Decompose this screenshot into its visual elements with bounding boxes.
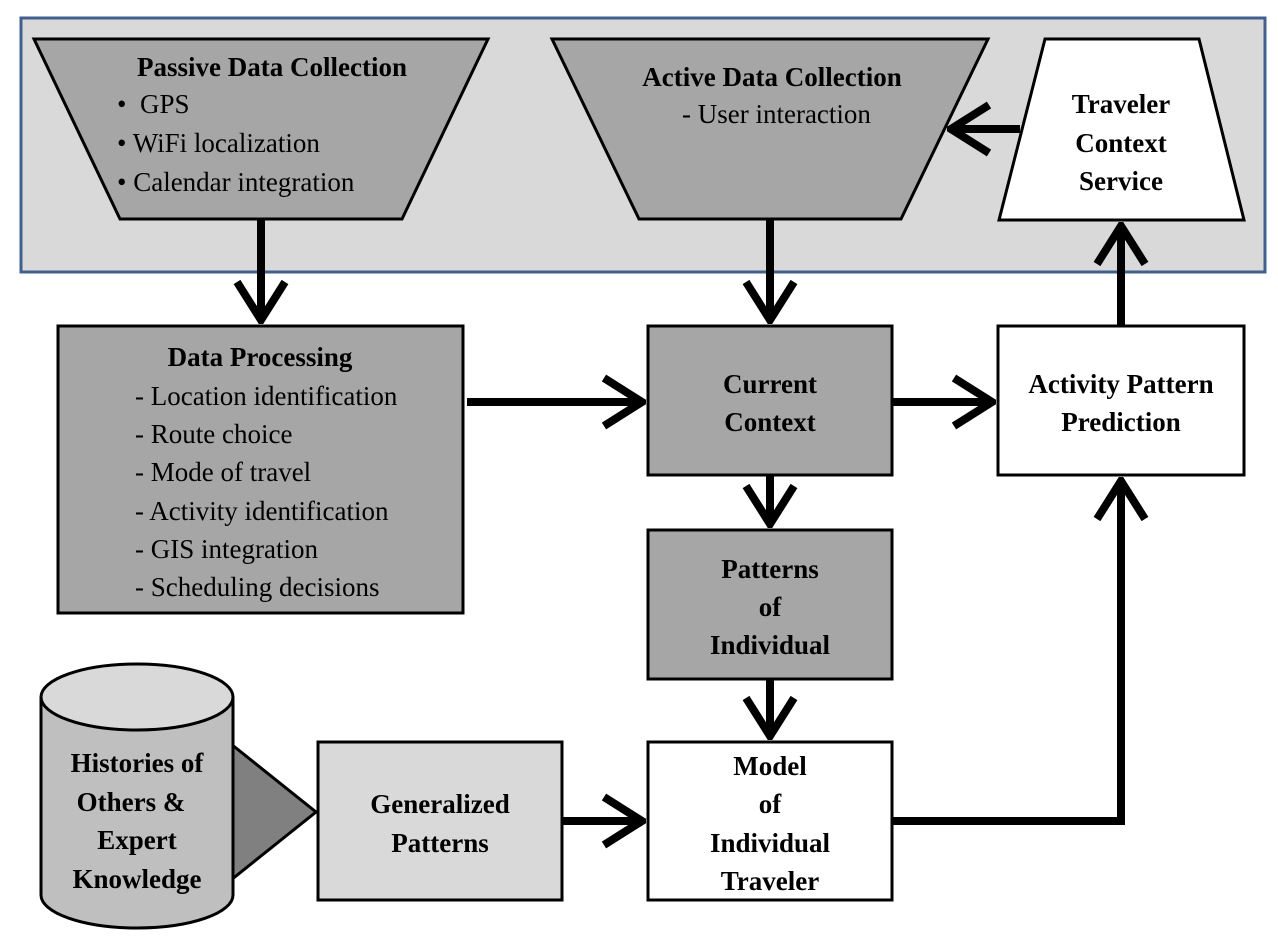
model-box: [646, 740, 894, 902]
current-context-line-1: Current: [723, 369, 817, 399]
dp-item-gis: - GIS integration: [135, 534, 318, 564]
dp-item-route: - Route choice: [135, 419, 292, 449]
active-item-user-interaction: - User interaction: [682, 99, 871, 129]
histories-line-2: Others &: [77, 787, 186, 817]
dp-item-location: - Location identification: [135, 381, 398, 411]
histories-knowledge-node: Histories of Others & Expert Knowledge: [39, 662, 319, 930]
histories-cylinder-body: [39, 697, 235, 930]
data-processing-node: Data Processing - Location identificatio…: [56, 324, 465, 615]
histories-pointer-triangle: [224, 736, 319, 888]
patterns-of-individual-node: Patterns of Individual: [646, 528, 894, 681]
dp-item-scheduling: - Scheduling decisions: [135, 572, 379, 602]
patterns-individual-line-1: Patterns: [721, 554, 818, 584]
passive-title: Passive Data Collection: [137, 52, 407, 82]
model-line-4: Traveler: [721, 866, 819, 896]
active-funnel-shape: [549, 37, 991, 221]
dp-item-mode: - Mode of travel: [135, 457, 311, 487]
arrows: [261, 129, 1121, 821]
patterns-individual-box: [646, 528, 894, 681]
histories-line-4: Knowledge: [72, 864, 201, 894]
passive-funnel-shape: [31, 37, 491, 221]
current-context-line-2: Context: [724, 407, 815, 437]
active-title: Active Data Collection: [642, 62, 901, 92]
activity-prediction-line-1: Activity Pattern: [1028, 369, 1213, 399]
active-data-collection-node: Active Data Collection - User interactio…: [549, 37, 991, 221]
patterns-individual-line-2: of: [759, 592, 783, 622]
histories-cylinder-top: [39, 662, 235, 732]
model-line-3: Individual: [710, 828, 831, 858]
passive-item-calendar: • Calendar integration: [117, 167, 355, 197]
data-processing-title: Data Processing: [168, 342, 353, 372]
traveler-context-service-node: Traveler Context Service: [997, 37, 1246, 222]
data-processing-box: [56, 324, 465, 615]
generalized-line-1: Generalized: [370, 789, 509, 819]
model-line-1: Model: [733, 751, 807, 781]
traveler-context-shape: [997, 37, 1246, 222]
activity-prediction-box: [996, 324, 1246, 477]
model-line-2: of: [759, 789, 783, 819]
traveler-context-line-3: Service: [1079, 166, 1163, 196]
passive-data-collection-node: Passive Data Collection • GPS • WiFi loc…: [31, 37, 491, 221]
histories-line-3: Expert: [97, 825, 176, 855]
generalized-patterns-node: Generalized Patterns: [316, 740, 564, 902]
activity-prediction-line-2: Prediction: [1061, 407, 1180, 437]
generalized-patterns-box: [316, 740, 564, 902]
traveler-context-line-2: Context: [1075, 128, 1166, 158]
traveler-context-line-1: Traveler: [1072, 89, 1170, 119]
current-context-node: Current Context: [646, 324, 894, 477]
histories-line-1: Histories of: [71, 748, 205, 778]
patterns-individual-line-3: Individual: [710, 630, 831, 660]
model-individual-traveler-node: Model of Individual Traveler: [646, 740, 894, 902]
arrow-model-to-prediction: [892, 481, 1121, 825]
dp-item-activity: - Activity identification: [135, 496, 389, 526]
passive-item-gps: • GPS: [117, 89, 189, 119]
passive-item-wifi: • WiFi localization: [117, 128, 320, 158]
generalized-line-2: Patterns: [391, 828, 488, 858]
current-context-box: [646, 324, 894, 477]
activity-pattern-prediction-node: Activity Pattern Prediction: [996, 324, 1246, 477]
